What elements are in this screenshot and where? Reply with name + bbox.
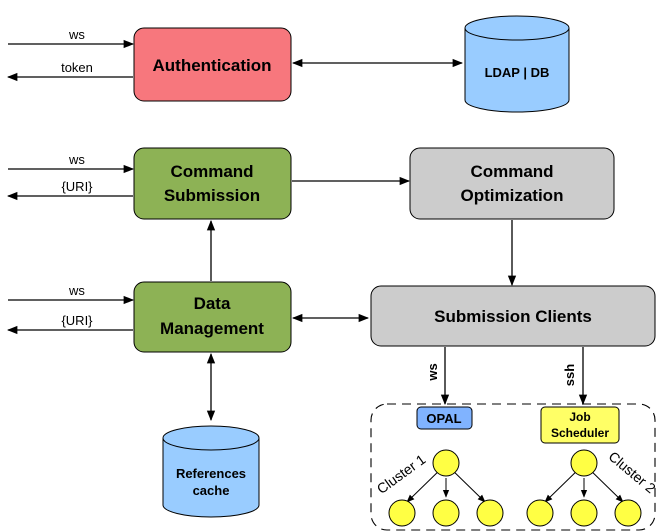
command-optimization-box [409, 147, 615, 220]
cluster-1-head-node [432, 449, 460, 477]
cluster-2-tree [526, 449, 642, 527]
job-scheduler-line2: Scheduler [551, 426, 609, 440]
cmd-ws-label: ws [68, 152, 85, 167]
auth-token-label: token [61, 60, 93, 75]
data-management-title-line2: Management [160, 319, 264, 338]
job-scheduler-line1: Job [569, 410, 590, 424]
cluster-1-label: Cluster 1 [374, 451, 429, 497]
command-submission-box [133, 147, 292, 220]
cluster-2-head-node [570, 449, 598, 477]
submission-clients-title: Submission Clients [434, 307, 592, 326]
cluster-2-node [570, 499, 598, 527]
job-scheduler-box [540, 406, 620, 444]
cluster-1-node [476, 499, 504, 527]
data-management-title-line1: Data [194, 294, 231, 313]
references-cache-cylinder [162, 425, 260, 518]
cluster-2-node [614, 499, 642, 527]
command-submission-title-line1: Command [170, 162, 253, 181]
ldap-db-cylinder [464, 15, 570, 113]
references-cache-line2: cache [193, 483, 230, 498]
command-optimization-title-line1: Command [470, 162, 553, 181]
opal-box [416, 406, 473, 430]
cluster-1-node [432, 499, 460, 527]
ldap-db-label: LDAP | DB [485, 65, 550, 80]
cmd-uri-label: {URI} [61, 179, 93, 194]
auth-ws-label: ws [68, 27, 85, 42]
data-ws-label: ws [68, 283, 85, 298]
command-submission-title-line2: Submission [164, 186, 260, 205]
command-optimization-title-line2: Optimization [461, 186, 564, 205]
ssh-link-label: ssh [562, 364, 577, 386]
submission-clients-box [370, 285, 656, 347]
references-cache-line1: References [176, 466, 246, 481]
cluster-1-tree [388, 449, 504, 527]
data-uri-label: {URI} [61, 313, 93, 328]
ws-link-label: ws [425, 363, 440, 381]
opal-label: OPAL [426, 411, 461, 426]
cluster-2-label: Cluster 2 [606, 448, 659, 496]
grid-container [370, 403, 656, 531]
authentication-box [133, 27, 292, 102]
cluster-1-node [388, 499, 416, 527]
data-management-box [133, 281, 292, 353]
cluster-2-node [526, 499, 554, 527]
authentication-title: Authentication [153, 56, 272, 75]
